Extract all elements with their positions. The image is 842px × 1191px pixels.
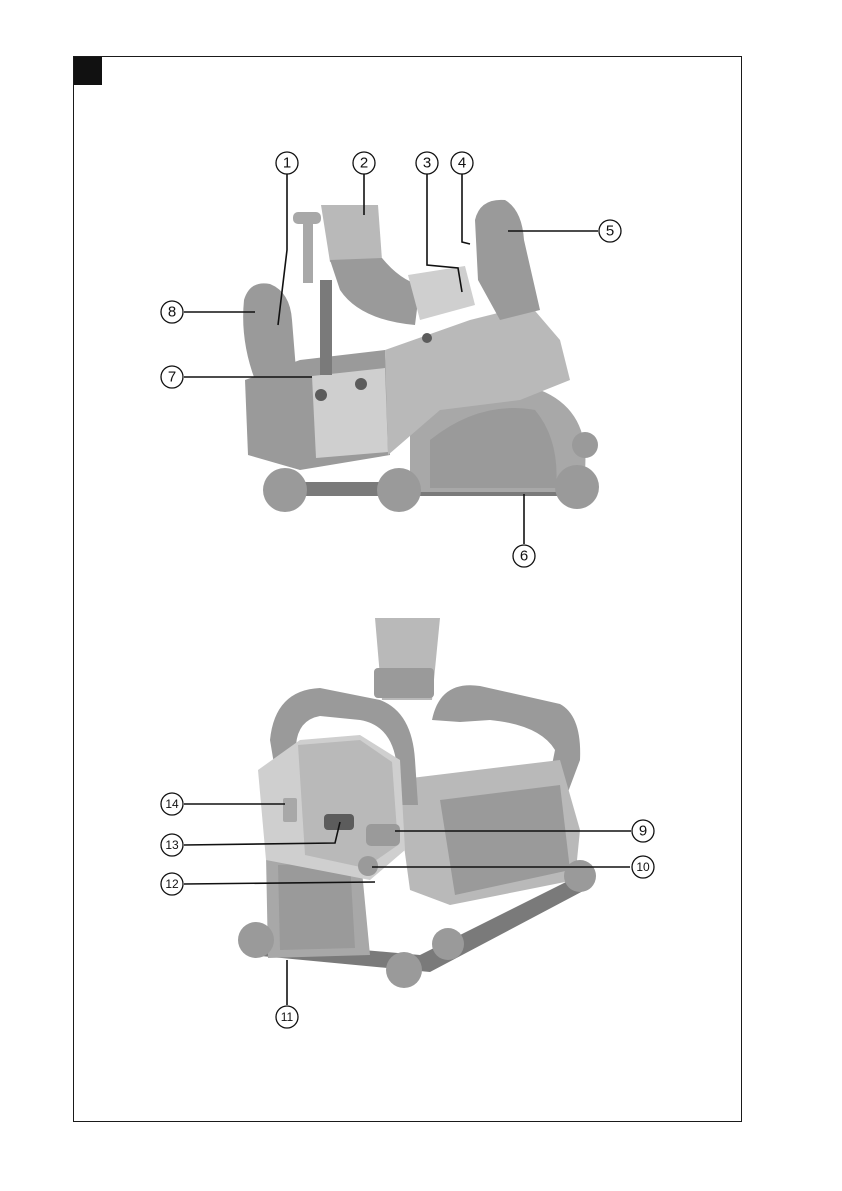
callout-number: 13 [165, 838, 179, 852]
callout-number: 3 [423, 155, 431, 172]
callout-4: 4 [451, 152, 473, 174]
callout-number: 7 [168, 369, 176, 386]
callout-number: 12 [165, 877, 179, 891]
callout-number: 11 [281, 1010, 294, 1024]
callout-8: 8 [161, 301, 183, 323]
callout-number: 4 [458, 155, 466, 172]
callout-number: 1 [283, 155, 291, 172]
callout-1: 1 [276, 152, 298, 174]
callout-number: 8 [168, 304, 176, 321]
callout-10: 10 [632, 856, 654, 878]
callout-2: 2 [353, 152, 375, 174]
callout-number: 5 [606, 223, 614, 240]
callout-number: 10 [636, 860, 650, 874]
callout-5: 5 [599, 220, 621, 242]
callout-9: 9 [632, 820, 654, 842]
machine-side-view [243, 200, 599, 512]
callout-14: 14 [161, 793, 183, 815]
callout-7: 7 [161, 366, 183, 388]
callout-number: 14 [165, 797, 179, 811]
callout-13: 13 [161, 834, 183, 856]
callout-3: 3 [416, 152, 438, 174]
callout-number: 9 [639, 823, 647, 840]
callout-11: 11 [276, 1006, 298, 1028]
callout-12: 12 [161, 873, 183, 895]
callout-number: 2 [360, 155, 368, 172]
callout-number: 6 [520, 548, 528, 565]
callout-6: 6 [513, 545, 535, 567]
machine-front-view [238, 618, 596, 988]
